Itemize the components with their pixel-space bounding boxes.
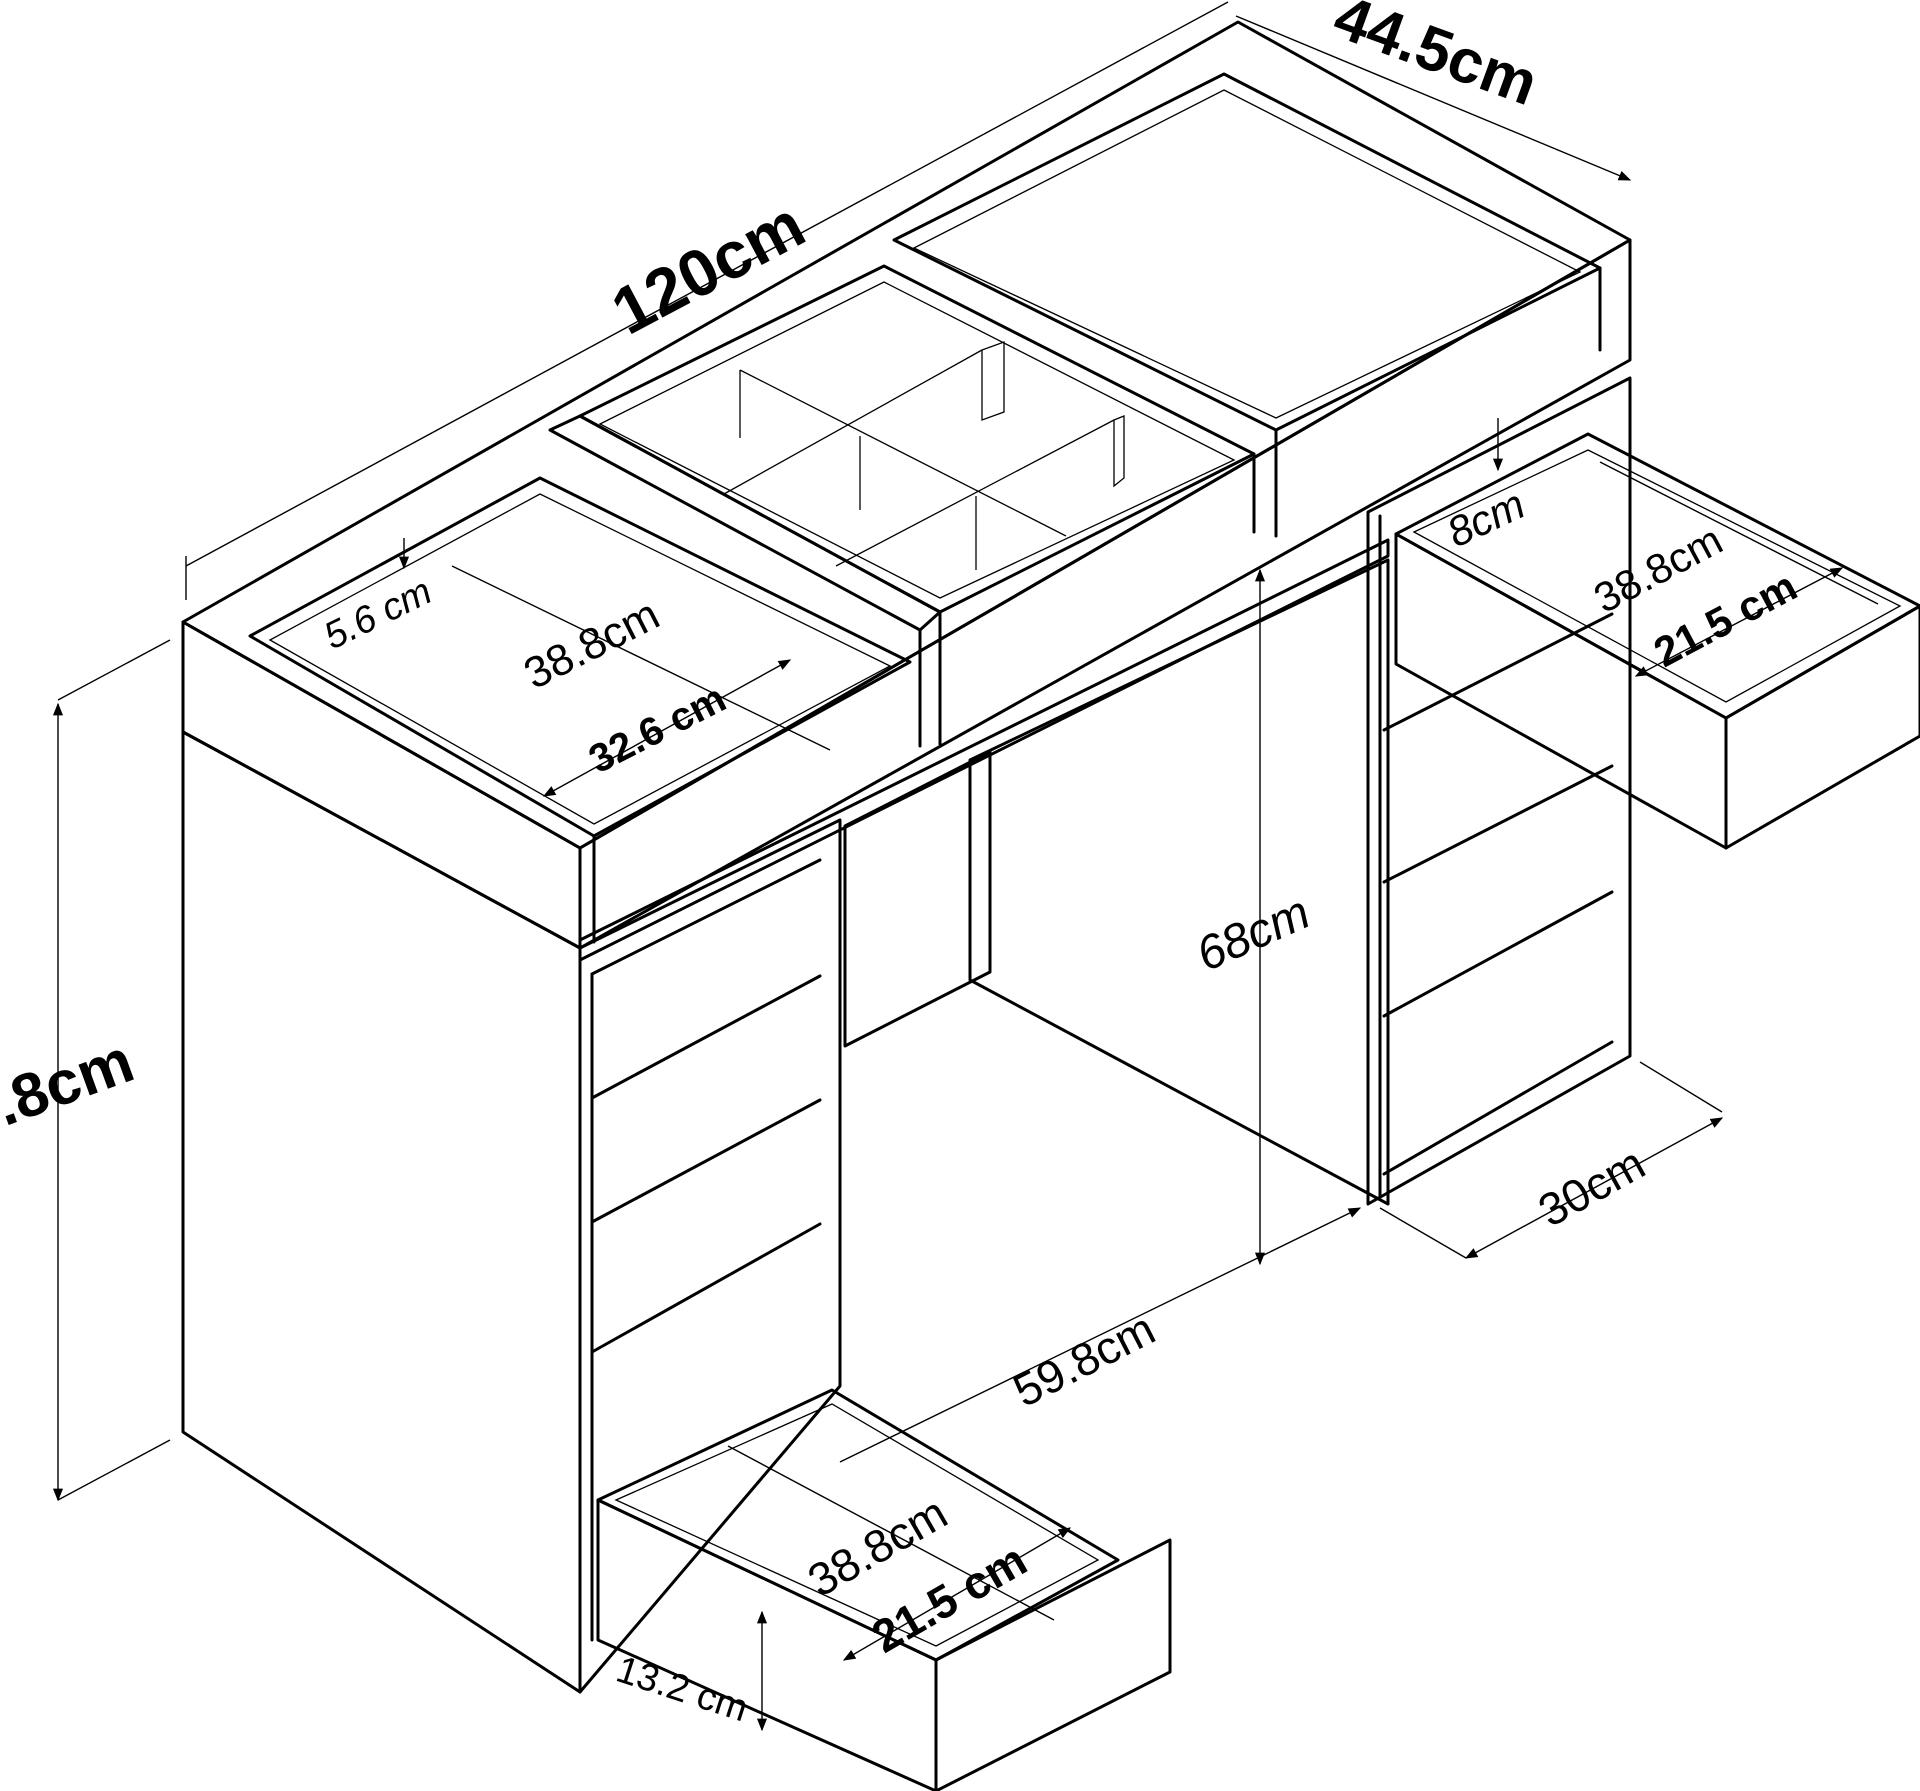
label-top-tray-width: 32.6 cm [582,676,733,782]
label-top-tray-length: 38.8cm [516,590,667,699]
bottom-open-drawer [596,1388,1172,1791]
label-bottom-drawer-height: 13.2 cm [611,1649,753,1731]
label-drawer-unit-width: 30cm [1530,1137,1654,1237]
label-right-drawer-height: 8cm [1440,480,1532,556]
desk-body [181,20,1632,1694]
label-leg-clearance-height: 68cm [1189,886,1318,982]
label-knee-space-width: 59.8cm [1005,1302,1163,1417]
right-open-drawer [1394,432,1920,850]
top-compartments [248,72,1602,944]
label-overall-depth: 44.5cm [1325,0,1546,119]
label-overall-height: 79.8cm [0,1026,142,1163]
dimension-lines [52,1,1879,1732]
label-top-tray-depth: 5.6 cm [318,570,439,658]
